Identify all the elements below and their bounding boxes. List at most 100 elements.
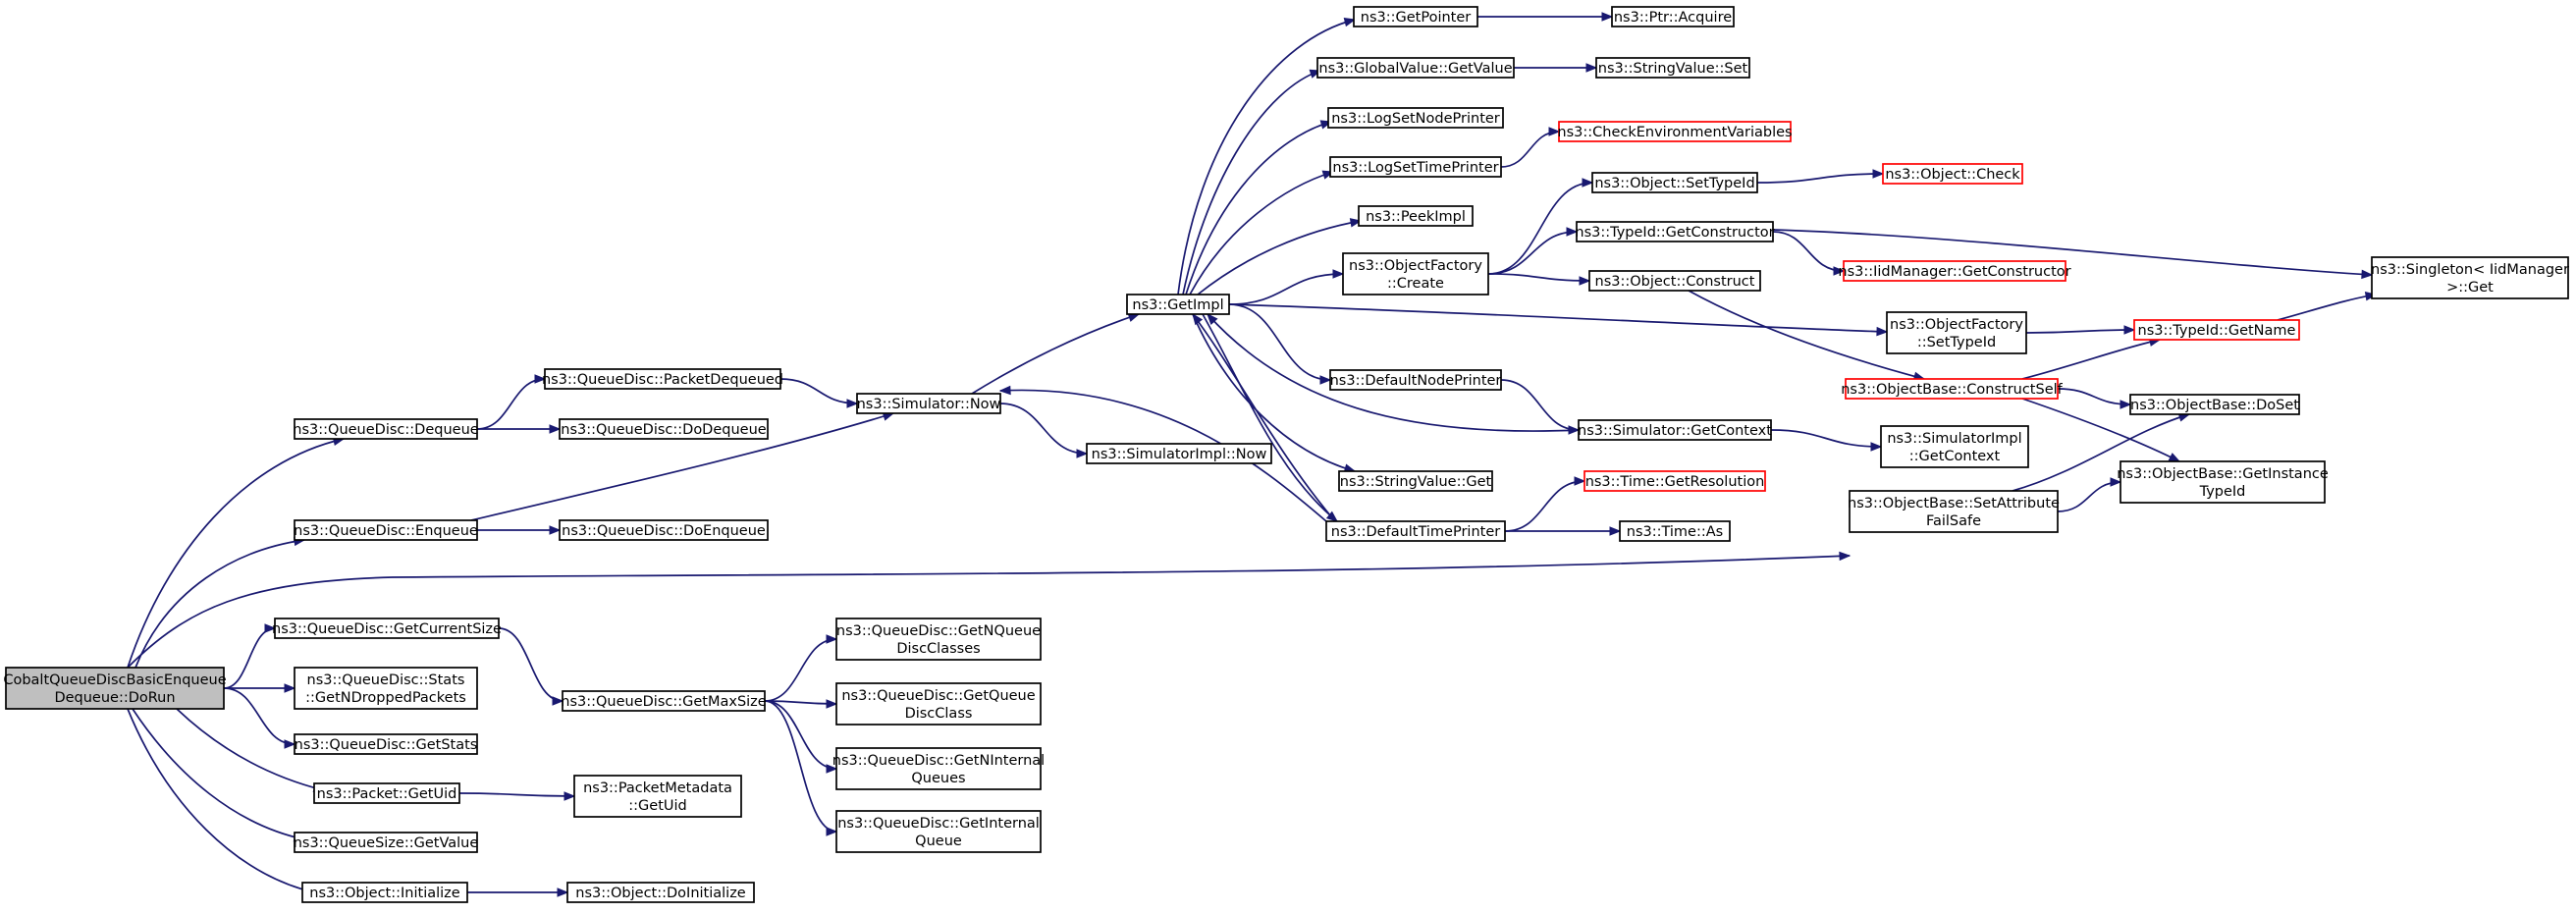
edge-typeid_getconstructor-to-singleton_get bbox=[1772, 229, 2374, 280]
node-label: ns3::QueueDisc::GetMaxSize bbox=[561, 694, 767, 710]
node-label: ns3::PeekImpl bbox=[1366, 209, 1466, 225]
node-label: ns3::SimulatorImpl::Now bbox=[1092, 447, 1267, 462]
node-qd-getcurrentsize[interactable]: ns3::QueueDisc::GetCurrentSize bbox=[272, 618, 502, 639]
edge-defaulttimeprinter-to-time_getresolution bbox=[1504, 476, 1586, 532]
node-qd-packetdequeued[interactable]: ns3::QueueDisc::PacketDequeued bbox=[542, 368, 783, 390]
node-ob-doset[interactable]: ns3::ObjectBase::DoSet bbox=[2129, 394, 2300, 415]
node-obj-construct[interactable]: ns3::Object::Construct bbox=[1588, 270, 1761, 292]
node-box bbox=[573, 775, 742, 818]
node-label: ns3::Singleton< IidManager bbox=[2371, 262, 2569, 278]
edge-qd_dequeue-to-qd_dodequeue bbox=[477, 424, 562, 434]
edge-qd_packetdequeued-to-sim_now bbox=[779, 378, 859, 408]
node-getimpl[interactable]: ns3::GetImpl bbox=[1126, 294, 1230, 315]
edges-layer bbox=[127, 12, 2378, 897]
node-label: ns3::Ptr::Acquire bbox=[1614, 10, 1732, 26]
node-peekimpl[interactable]: ns3::PeekImpl bbox=[1358, 205, 1474, 227]
node-qd-getmaxsize[interactable]: ns3::QueueDisc::GetMaxSize bbox=[561, 690, 767, 712]
node-label: DiscClass bbox=[905, 706, 973, 722]
node-label: ns3::QueueDisc::GetNQueue bbox=[836, 623, 1041, 639]
node-ptr-acquire[interactable]: ns3::Ptr::Acquire bbox=[1611, 6, 1735, 27]
node-label: ns3::QueueDisc::GetCurrentSize bbox=[272, 621, 502, 637]
node-logsettimeprinter[interactable]: ns3::LogSetTimePrinter bbox=[1329, 156, 1502, 178]
edge-sim_getcontext-to-simimpl_getcontext bbox=[1770, 429, 1883, 452]
node-obj-doinitialize[interactable]: ns3::Object::DoInitialize bbox=[566, 882, 755, 903]
node-root[interactable]: CobaltQueueDiscBasicEnqueueDequeue::DoRu… bbox=[3, 667, 227, 710]
node-label: ns3::QueueDisc::Dequeue bbox=[293, 422, 478, 438]
node-obj-check[interactable]: ns3::Object::Check bbox=[1882, 163, 2023, 185]
node-getpointer[interactable]: ns3::GetPointer bbox=[1353, 6, 1478, 27]
node-box bbox=[1849, 490, 2059, 533]
node-typeid-getconstructor[interactable]: ns3::TypeId::GetConstructor bbox=[1575, 221, 1775, 242]
node-simimpl-getcontext[interactable]: ns3::SimulatorImpl::GetContext bbox=[1880, 425, 2029, 468]
node-sim-getcontext[interactable]: ns3::Simulator::GetContext bbox=[1578, 419, 1772, 441]
node-qd-enqueue[interactable]: ns3::QueueDisc::Enqueue bbox=[294, 519, 478, 541]
node-box bbox=[1845, 378, 2059, 400]
node-box bbox=[274, 618, 500, 639]
node-checkenv[interactable]: ns3::CheckEnvironmentVariables bbox=[1557, 121, 1793, 142]
node-gv-getvalue[interactable]: ns3::GlobalValue::GetValue bbox=[1316, 57, 1515, 79]
node-label: ns3::QueueSize::GetValue bbox=[294, 835, 479, 851]
node-box bbox=[294, 667, 478, 710]
node-qd-getstats[interactable]: ns3::QueueDisc::GetStats bbox=[294, 733, 478, 755]
edge-getimpl-to-getpointer bbox=[1177, 17, 1357, 296]
node-label: ns3::IidManager::GetConstructor bbox=[1838, 264, 2070, 280]
node-qd-stats[interactable]: ns3::QueueDisc::Stats::GetNDroppedPacket… bbox=[294, 667, 478, 710]
node-box bbox=[1353, 6, 1478, 27]
node-time-getresolution[interactable]: ns3::Time::GetResolution bbox=[1583, 470, 1766, 492]
node-label: ns3::QueueDisc::GetStats bbox=[295, 737, 478, 753]
node-simimpl-now[interactable]: ns3::SimulatorImpl::Now bbox=[1086, 443, 1272, 464]
node-box bbox=[2133, 319, 2300, 341]
node-sim-now[interactable]: ns3::Simulator::Now bbox=[856, 393, 1001, 414]
node-qd-dequeue[interactable]: ns3::QueueDisc::Dequeue bbox=[293, 418, 479, 440]
node-pm-getuid[interactable]: ns3::PacketMetadata::GetUid bbox=[573, 775, 742, 818]
edge-root-to-qd_getcurrentsize bbox=[223, 623, 277, 689]
node-box bbox=[1611, 6, 1735, 27]
node-obj-initialize[interactable]: ns3::Object::Initialize bbox=[301, 882, 468, 903]
node-label: ns3::QueueDisc::GetNInternal bbox=[832, 753, 1045, 769]
node-box bbox=[562, 690, 766, 712]
node-label: ns3::QueueDisc::PacketDequeued bbox=[542, 372, 783, 388]
node-box bbox=[856, 393, 1001, 414]
edge-ob_constructself-to-ob_doset bbox=[2057, 388, 2132, 409]
node-label: ns3::LogSetNodePrinter bbox=[1331, 111, 1500, 127]
node-box bbox=[1595, 57, 1750, 79]
node-defaulttimeprinter[interactable]: ns3::DefaultTimePrinter bbox=[1325, 520, 1506, 542]
node-singleton-get[interactable]: ns3::Singleton< IidManager >::Get bbox=[2371, 256, 2569, 299]
node-label: ns3::DefaultTimePrinter bbox=[1331, 524, 1500, 540]
node-time-as[interactable]: ns3::Time::As bbox=[1619, 520, 1731, 542]
node-logsetnodeprinter[interactable]: ns3::LogSetNodePrinter bbox=[1327, 107, 1504, 129]
node-label: ns3::GetImpl bbox=[1132, 297, 1223, 313]
node-label: >::Get bbox=[2446, 280, 2494, 296]
node-qs-getvalue[interactable]: ns3::QueueSize::GetValue bbox=[294, 832, 479, 853]
edge-getpointer-to-ptr_acquire bbox=[1477, 12, 1614, 22]
node-box bbox=[1316, 57, 1515, 79]
node-sv-set[interactable]: ns3::StringValue::Set bbox=[1595, 57, 1750, 79]
node-qd-doenqueue[interactable]: ns3::QueueDisc::DoEnqueue bbox=[559, 519, 769, 541]
edge-qd_getcurrentsize-to-qd_getmaxsize bbox=[498, 627, 564, 706]
node-label: ns3::ObjectFactory bbox=[1890, 317, 2023, 333]
node-obj-settypeid[interactable]: ns3::Object::SetTypeId bbox=[1591, 172, 1758, 193]
node-typeid-getname[interactable]: ns3::TypeId::GetName bbox=[2133, 319, 2300, 341]
node-of-settypeid[interactable]: ns3::ObjectFactory::SetTypeId bbox=[1886, 311, 2027, 354]
node-ob-constructself[interactable]: ns3::ObjectBase::ConstructSelf bbox=[1841, 378, 2064, 400]
node-packet-getuid[interactable]: ns3::Packet::GetUid bbox=[313, 782, 460, 804]
edge-defaulttimeprinter-to-getimpl bbox=[1192, 312, 1336, 522]
node-box bbox=[1329, 156, 1502, 178]
edge-ob_setattr-to-ob_getinstancetypeid bbox=[2057, 477, 2122, 512]
node-box bbox=[313, 782, 460, 804]
node-defaultnodeprinter[interactable]: ns3::DefaultNodePrinter bbox=[1329, 369, 1502, 391]
node-qd-dodequeue[interactable]: ns3::QueueDisc::DoDequeue bbox=[559, 418, 769, 440]
node-iidm-getconstructor[interactable]: ns3::IidManager::GetConstructor bbox=[1838, 260, 2071, 282]
node-sv-get[interactable]: ns3::StringValue::Get bbox=[1338, 470, 1493, 492]
node-box bbox=[1880, 425, 2029, 468]
node-box bbox=[294, 519, 478, 541]
node-label: ns3::Object::SetTypeId bbox=[1594, 176, 1754, 191]
node-box bbox=[1558, 121, 1792, 142]
node-of-create[interactable]: ns3::ObjectFactory::Create bbox=[1342, 252, 1489, 296]
